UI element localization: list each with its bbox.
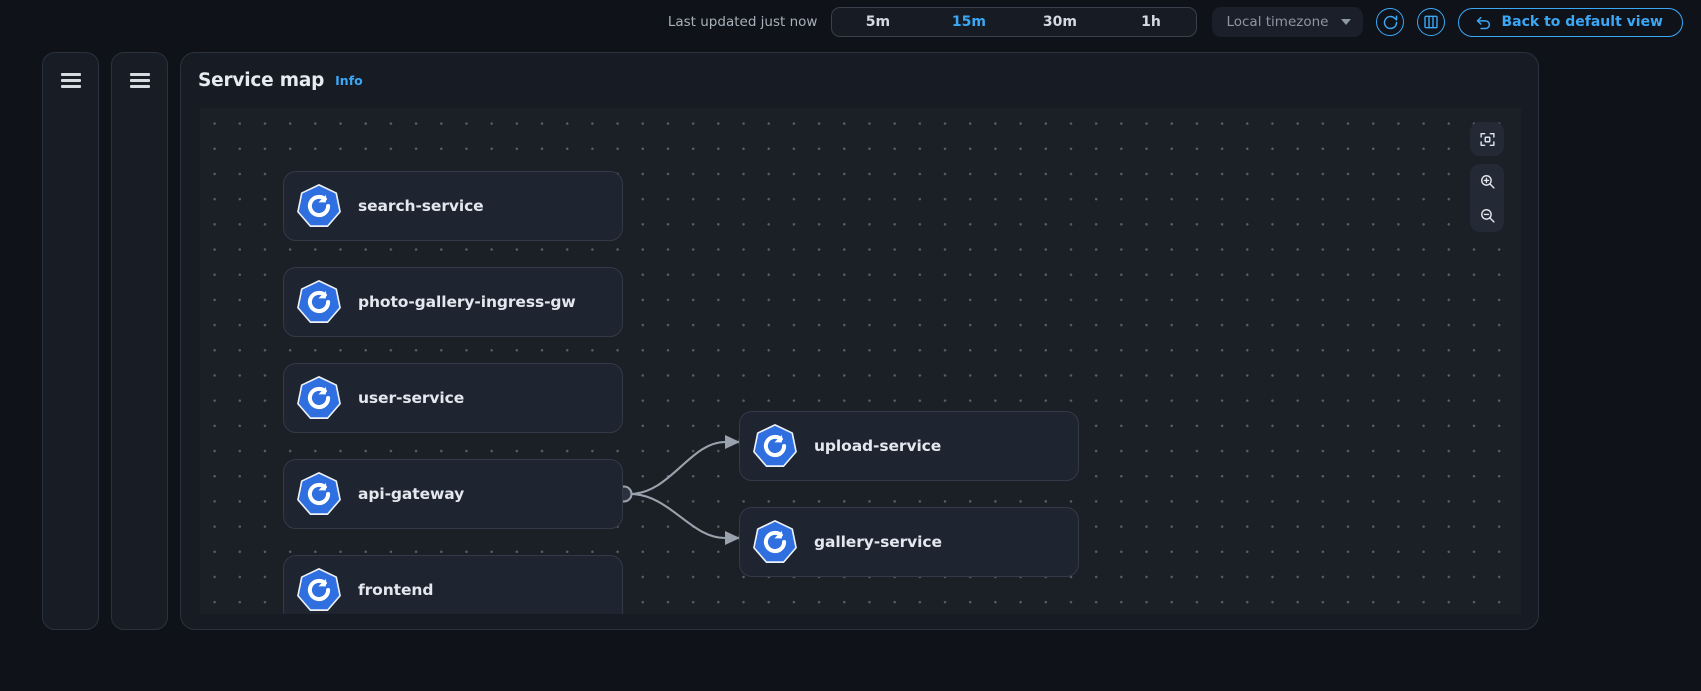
fit-to-screen-button[interactable] [1470, 122, 1504, 156]
node-label: search-service [358, 197, 484, 215]
timezone-select[interactable]: Local timezone [1212, 7, 1364, 37]
hamburger-icon[interactable] [129, 73, 150, 88]
time-range-5m[interactable]: 5m [865, 14, 891, 30]
service-icon [753, 520, 797, 563]
left-rail-outer[interactable] [42, 52, 99, 630]
chevron-down-icon [1341, 19, 1352, 25]
info-link[interactable]: Info [335, 72, 363, 88]
last-updated-text: Last updated just now [667, 14, 818, 30]
service-icon [297, 376, 341, 419]
time-range-selector[interactable]: 5m 15m 30m 1h [831, 7, 1198, 37]
arrowhead-gallery-service [725, 531, 740, 545]
page-title: Service map [198, 69, 325, 91]
time-range-1h[interactable]: 1h [1141, 14, 1161, 30]
split-panel-button[interactable] [1417, 8, 1446, 36]
zoom-in-button[interactable] [1470, 164, 1504, 198]
node-photo-gallery-ingress-gw[interactable]: photo-gallery-ingress-gw [283, 267, 623, 337]
panel-header: Service map Info [181, 53, 1538, 107]
service-map-panel: Service map Info [180, 52, 1539, 630]
node-upload-service[interactable]: upload-service [739, 411, 1079, 481]
fit-to-screen-icon [1479, 132, 1495, 146]
back-to-default-view-button[interactable]: Back to default view [1458, 7, 1683, 37]
edge-api-gateway-gallery-service [629, 492, 726, 540]
top-toolbar: Last updated just now 5m 15m 30m 1h Loca… [0, 0, 1701, 44]
undo-arrow-icon [1477, 16, 1491, 29]
timezone-label: Local timezone [1226, 14, 1329, 30]
refresh-icon [1383, 15, 1398, 29]
node-label: user-service [358, 389, 465, 407]
time-range-30m[interactable]: 30m [1042, 14, 1077, 30]
node-label: api-gateway [358, 485, 465, 503]
node-api-gateway[interactable]: api-gateway [283, 459, 623, 529]
node-label: upload-service [814, 437, 942, 455]
edge-api-gateway-upload-service [629, 440, 726, 496]
left-rail-inner[interactable] [111, 52, 168, 630]
hamburger-icon[interactable] [60, 73, 81, 88]
zoom-out-icon [1480, 208, 1495, 223]
time-range-15m[interactable]: 15m [951, 14, 986, 30]
zoom-in-icon [1480, 174, 1495, 189]
refresh-button[interactable] [1376, 8, 1405, 36]
back-to-default-view-label: Back to default view [1501, 14, 1663, 30]
node-label: frontend [358, 581, 434, 599]
node-user-service[interactable]: user-service [283, 363, 623, 433]
node-gallery-service[interactable]: gallery-service [739, 507, 1079, 577]
node-search-service[interactable]: search-service [283, 171, 623, 241]
service-icon [297, 568, 341, 611]
fit-to-screen-hit[interactable] [1470, 122, 1504, 156]
service-icon [297, 280, 341, 323]
node-label: photo-gallery-ingress-gw [358, 293, 576, 311]
service-map-canvas[interactable]: search-service photo-gallery-ingress-gw … [200, 108, 1521, 614]
node-frontend[interactable]: frontend [283, 555, 623, 614]
columns-icon [1424, 15, 1439, 29]
zoom-out-button[interactable] [1470, 198, 1504, 232]
arrowhead-upload-service [725, 435, 740, 449]
node-label: gallery-service [814, 533, 942, 551]
service-icon [753, 424, 797, 467]
service-icon [297, 184, 341, 227]
service-icon [297, 472, 341, 515]
zoom-controls[interactable] [1470, 164, 1504, 232]
